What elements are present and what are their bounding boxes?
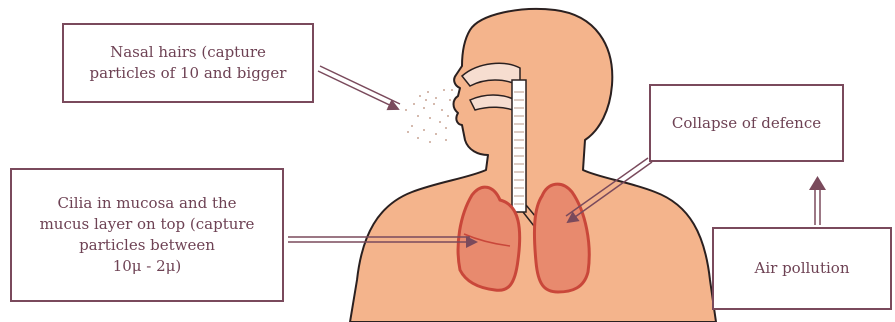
arrow-nasal-hairs	[318, 66, 400, 109]
air-pollution-text: Air pollution	[755, 258, 850, 279]
nasal-hairs-text: Nasal hairs (capture particles of 10 and…	[90, 42, 287, 84]
air-pollution-box: Air pollution	[712, 227, 892, 310]
collapse-text: Collapse of defence	[672, 113, 821, 134]
cilia-text: Cilia in mucosa and the mucus layer on t…	[40, 193, 255, 277]
collapse-of-defence-box: Collapse of defence	[649, 84, 844, 162]
human-torso-figure	[350, 9, 716, 322]
inhaled-particles	[405, 89, 453, 143]
nasal-hairs-label-box: Nasal hairs (capture particles of 10 and…	[62, 23, 314, 103]
arrow-air-pollution	[809, 176, 826, 225]
body-silhouette	[350, 9, 716, 322]
cilia-label-box: Cilia in mucosa and the mucus layer on t…	[10, 168, 284, 302]
